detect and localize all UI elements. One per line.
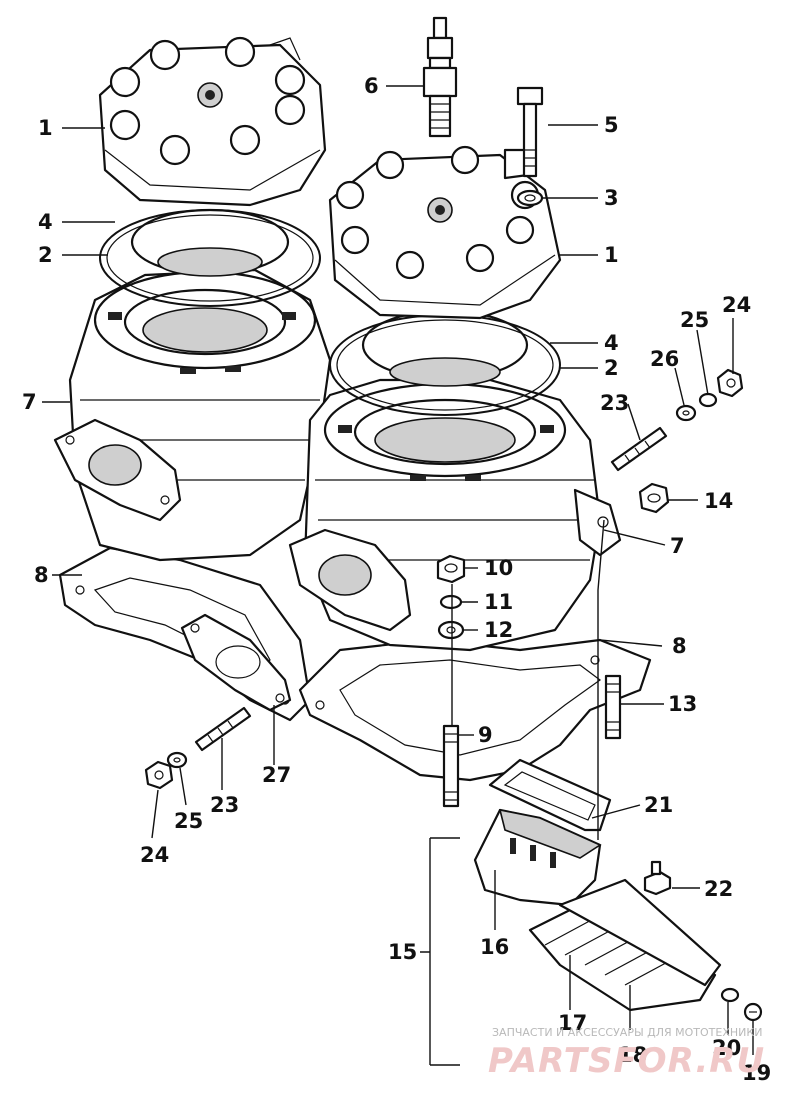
- callout-6: 6: [364, 74, 379, 98]
- callout-24-right: 24: [722, 293, 751, 317]
- spring-washer-right: [698, 392, 718, 408]
- callout-7-right: 7: [670, 534, 685, 558]
- left-head-gasket-ring: [130, 208, 290, 277]
- callout-11: 11: [484, 590, 513, 614]
- callout-5: 5: [604, 113, 619, 137]
- callout-labels: 1 4 2 7 8 6 5 3 1 4 2 25 24 26 23 14 7 1…: [22, 74, 771, 1085]
- reed-screw: [643, 860, 672, 896]
- callout-18: 18: [618, 1043, 647, 1067]
- watermark-logo: PARTSFOR.RU: [488, 1041, 765, 1081]
- callout-4-right: 4: [604, 331, 619, 355]
- callout-20: 20: [712, 1036, 741, 1060]
- cylinder-stud: [442, 724, 460, 808]
- nut-left: [144, 760, 174, 790]
- stud-left: [194, 706, 252, 752]
- reed-washer: [720, 987, 740, 1003]
- flat-washer-right: [675, 404, 697, 422]
- callout-1-right: 1: [604, 243, 619, 267]
- callout-14: 14: [704, 489, 733, 513]
- plain-washer: [437, 620, 465, 640]
- right-head-gasket-ring: [361, 309, 529, 387]
- callout-21: 21: [644, 793, 673, 817]
- callout-16: 16: [480, 935, 509, 959]
- callout-12: 12: [484, 618, 513, 642]
- reed-small-screw: [743, 1002, 763, 1022]
- stud-13: [604, 674, 622, 740]
- right-cylinder: [288, 378, 622, 652]
- stud-right: [610, 426, 668, 472]
- callout-22: 22: [704, 877, 733, 901]
- left-cylinder: [53, 268, 332, 562]
- flange-nut: [638, 482, 670, 514]
- hex-bolt: [436, 554, 466, 584]
- callout-25-right: 25: [680, 308, 709, 332]
- leader-lines: [42, 85, 754, 1066]
- flat-washer-left: [166, 751, 188, 769]
- callout-4-left: 4: [38, 210, 53, 234]
- callout-15: 15: [388, 940, 417, 964]
- reed-stopper: [558, 878, 722, 987]
- callout-13: 13: [668, 692, 697, 716]
- reed-valve-block: [473, 808, 602, 907]
- callout-8-right: 8: [672, 634, 687, 658]
- callout-25-left: 25: [174, 809, 203, 833]
- callout-2-right: 2: [604, 356, 619, 380]
- callout-2-left: 2: [38, 243, 53, 267]
- callout-26: 26: [650, 347, 679, 371]
- callout-3: 3: [604, 186, 619, 210]
- nut-right: [716, 368, 744, 398]
- left-cylinder-head: [98, 36, 327, 207]
- callout-17: 17: [558, 1011, 587, 1035]
- callout-10: 10: [484, 556, 513, 580]
- watermark-caption: ЗАПЧАСТИ И АКСЕССУАРЫ ДЛЯ МОТОТЕХНИКИ: [492, 1026, 762, 1039]
- callout-23-left: 23: [210, 793, 239, 817]
- callout-23-right: 23: [600, 391, 629, 415]
- right-cylinder-head: [328, 145, 562, 320]
- callout-24-left: 24: [140, 843, 169, 867]
- callout-1-left: 1: [38, 116, 53, 140]
- sealing-washer: [516, 189, 544, 207]
- exhaust-flange-gasket: [180, 613, 292, 712]
- callout-19: 19: [742, 1061, 771, 1085]
- callout-7-left: 7: [22, 390, 37, 414]
- spark-plug: [422, 16, 458, 138]
- head-bolt: [516, 86, 544, 178]
- callout-9: 9: [478, 723, 493, 747]
- watermark: ЗАПЧАСТИ И АКСЕССУАРЫ ДЛЯ МОТОТЕХНИКИ PA…: [488, 1026, 765, 1081]
- spring-washer: [439, 594, 463, 610]
- callout-27: 27: [262, 763, 291, 787]
- callout-8-left: 8: [34, 563, 49, 587]
